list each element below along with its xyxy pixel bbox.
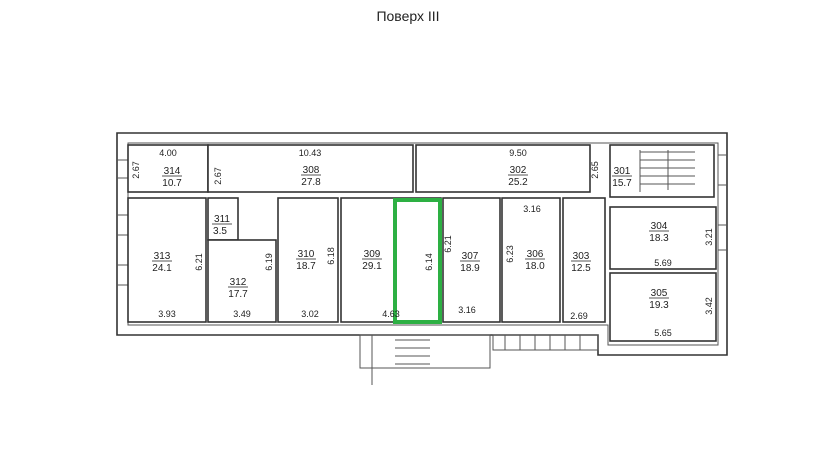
dim-label: 3.49 (233, 309, 251, 319)
dim-label: 6.23 (505, 245, 515, 263)
room-area: 15.7 (612, 178, 632, 189)
room-label-310: 310 18.7 (296, 249, 316, 272)
room-label-304: 304 18.3 (649, 221, 669, 244)
room-number: 313 (154, 251, 171, 262)
room-label-302: 302 25.2 (508, 165, 528, 188)
room-label-314: 314 10.7 (162, 166, 182, 189)
room-area: 18.3 (649, 233, 669, 244)
room-area: 17.7 (228, 289, 248, 300)
room-310-shape (277, 197, 339, 323)
room-area: 12.5 (571, 263, 591, 274)
room-area: 10.7 (162, 178, 182, 189)
room-number: 312 (230, 277, 247, 288)
dim-label: 2.67 (213, 167, 223, 185)
room-number: 304 (651, 221, 668, 232)
dim-label: 2.65 (590, 161, 600, 179)
room-area: 27.8 (301, 177, 321, 188)
room-area: 18.0 (525, 261, 545, 272)
dim-label: 2.69 (570, 311, 588, 321)
room-area: 18.9 (460, 263, 480, 274)
room-area: 18.7 (296, 261, 316, 272)
dim-label: 3.93 (158, 309, 176, 319)
dimension-labels: 4.00 10.43 9.50 2.67 2.67 2.65 6.21 6.19… (131, 148, 714, 338)
room-number: 314 (164, 166, 181, 177)
right-windows (718, 154, 727, 251)
room-309-shape (340, 197, 442, 323)
staircase-301 (639, 150, 695, 192)
room-number: 310 (298, 249, 315, 260)
room-label-309: 309 29.1 (362, 249, 382, 272)
dim-label: 5.65 (654, 328, 672, 338)
room-number: 308 (303, 165, 320, 176)
room-label-312: 312 17.7 (228, 277, 248, 300)
dim-label: 4.00 (159, 148, 177, 158)
room-number: 303 (573, 251, 590, 262)
room-label-308: 308 27.8 (301, 165, 321, 188)
room-area: 25.2 (508, 177, 528, 188)
room-307-shape (442, 197, 501, 323)
room-305-shape (609, 272, 717, 342)
room-301-shape (609, 144, 715, 198)
dim-label: 6.19 (264, 253, 274, 271)
bottom-stairs (359, 334, 599, 385)
room-302-shape (415, 144, 591, 193)
floor-title: Поверх III (376, 8, 440, 24)
room-303-shape (562, 197, 606, 323)
left-windows (117, 159, 128, 286)
room-label-305: 305 19.3 (649, 288, 669, 311)
room-314-shape (127, 144, 209, 193)
dim-label: 9.50 (509, 148, 527, 158)
room-number: 306 (527, 249, 544, 260)
room-number: 301 (614, 166, 631, 177)
room-area: 3.5 (213, 226, 227, 237)
room-306-shape (501, 197, 561, 323)
room-label-307: 307 18.9 (460, 251, 480, 274)
dim-label: 6.14 (424, 253, 434, 271)
dim-label: 3.16 (458, 305, 476, 315)
room-area: 24.1 (152, 263, 172, 274)
dim-label: 4.63 (382, 309, 400, 319)
room-label-306: 306 18.0 (525, 249, 545, 272)
room-number: 309 (364, 249, 381, 260)
dim-label: 3.16 (523, 204, 541, 214)
outer-wall (116, 132, 728, 356)
room-label-311: 311 3.5 (212, 214, 232, 237)
inner-wall (127, 142, 719, 346)
room-label-313: 313 24.1 (152, 251, 172, 274)
room-304-shape (609, 206, 717, 270)
dim-label: 10.43 (299, 148, 322, 158)
dim-label: 3.21 (704, 228, 714, 246)
room-308-shape (207, 144, 414, 193)
highlight-frame (393, 198, 442, 324)
room-number: 305 (651, 288, 668, 299)
room-label-303: 303 12.5 (571, 251, 591, 274)
dim-label: 6.21 (443, 235, 453, 253)
dim-label: 3.42 (704, 297, 714, 315)
dim-label: 3.02 (301, 309, 319, 319)
room-313-shape (127, 197, 207, 323)
room-312-shape (207, 239, 277, 323)
dim-label: 6.21 (194, 253, 204, 271)
room-area: 19.3 (649, 300, 669, 311)
room-number: 311 (214, 214, 230, 225)
room-number: 302 (510, 165, 527, 176)
dim-label: 2.67 (131, 161, 141, 179)
dim-label: 6.18 (326, 247, 336, 265)
room-number: 307 (462, 251, 479, 262)
dim-label: 5.69 (654, 258, 672, 268)
room-label-301: 301 15.7 (612, 166, 632, 189)
room-area: 29.1 (362, 261, 382, 272)
